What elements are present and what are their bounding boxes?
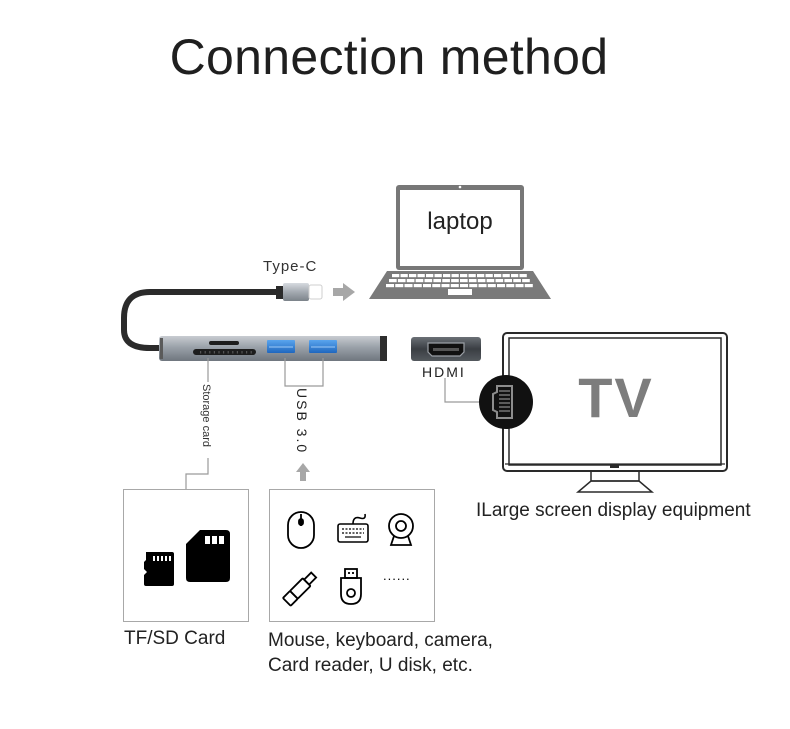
laptop-key bbox=[506, 284, 515, 288]
page-title: Connection method bbox=[169, 29, 609, 85]
laptop-key bbox=[443, 274, 451, 278]
laptop-key bbox=[426, 274, 434, 278]
laptop-key bbox=[511, 274, 519, 278]
type-c-cable bbox=[121, 283, 323, 351]
laptop-keyboard bbox=[386, 274, 533, 288]
laptop-key bbox=[423, 284, 432, 288]
type-c-plug bbox=[283, 283, 309, 301]
laptop-key bbox=[400, 274, 408, 278]
laptop-key bbox=[487, 284, 496, 288]
usb-devices-box: ...... bbox=[269, 489, 435, 622]
hdmi-port bbox=[411, 337, 481, 361]
storage-card-box bbox=[123, 489, 249, 622]
hdmi-connector-icon bbox=[479, 375, 533, 429]
arrow-right-icon bbox=[333, 283, 355, 301]
laptop-key bbox=[413, 284, 422, 288]
laptop-key bbox=[433, 279, 442, 283]
sd-slot-contact bbox=[236, 351, 238, 354]
laptop-key bbox=[485, 274, 493, 278]
laptop-key bbox=[395, 284, 404, 288]
laptop-key bbox=[392, 274, 400, 278]
connector-lines bbox=[185, 358, 480, 489]
type-c-label: Type-C bbox=[263, 258, 318, 275]
sd-slot-contact bbox=[223, 351, 225, 354]
laptop-key bbox=[504, 279, 513, 283]
sd-slot-contact bbox=[200, 351, 202, 354]
storage-card-label: Storage card bbox=[200, 384, 212, 447]
laptop-key bbox=[469, 284, 478, 288]
laptop-key bbox=[450, 284, 459, 288]
laptop-key bbox=[477, 279, 486, 283]
laptop-key bbox=[404, 284, 413, 288]
laptop-key bbox=[415, 279, 424, 283]
laptop-key bbox=[502, 274, 510, 278]
webcam-icon bbox=[388, 513, 414, 546]
laptop-key bbox=[513, 279, 521, 283]
tv-caption: ILarge screen display equipment bbox=[476, 500, 751, 521]
tf-card-slot bbox=[209, 341, 239, 345]
usb-devices-caption-line2: Card reader, U disk, etc. bbox=[268, 655, 473, 676]
micro-sd-card-icon bbox=[144, 552, 174, 586]
laptop-key bbox=[406, 279, 415, 283]
laptop-key bbox=[524, 284, 533, 288]
laptop-key bbox=[468, 274, 476, 278]
sd-slot-contact bbox=[246, 351, 248, 354]
laptop-key bbox=[389, 279, 397, 283]
sd-card-icon bbox=[186, 530, 230, 582]
sd-slot-contact bbox=[232, 351, 234, 354]
arrow-up-icon bbox=[296, 463, 310, 481]
laptop-key bbox=[519, 274, 527, 278]
tv-label: TV bbox=[578, 366, 654, 429]
sd-slot-contact bbox=[213, 351, 215, 354]
laptop-key bbox=[432, 284, 441, 288]
laptop-key bbox=[477, 274, 485, 278]
sd-slot-contact bbox=[209, 351, 211, 354]
mouse-icon bbox=[287, 511, 315, 549]
laptop-key bbox=[434, 274, 442, 278]
laptop-key bbox=[468, 279, 477, 283]
laptop-icon bbox=[369, 185, 551, 299]
laptop-key bbox=[460, 284, 469, 288]
usb-c-hub bbox=[159, 336, 387, 361]
laptop-key bbox=[397, 279, 406, 283]
laptop-key bbox=[451, 274, 459, 278]
laptop-key bbox=[417, 274, 425, 278]
laptop-key bbox=[522, 279, 530, 283]
sd-slot-contact bbox=[241, 351, 243, 354]
sd-slot-contact bbox=[218, 351, 220, 354]
laptop-key bbox=[460, 279, 468, 283]
ellipsis-icon: ...... bbox=[383, 568, 411, 583]
laptop-key bbox=[478, 284, 487, 288]
laptop-key bbox=[409, 274, 417, 278]
laptop-label: laptop bbox=[427, 208, 493, 235]
keyboard-icon bbox=[337, 513, 369, 543]
laptop-key bbox=[486, 279, 495, 283]
laptop-key bbox=[515, 284, 524, 288]
usb-dongle-icon bbox=[340, 568, 362, 605]
laptop-key bbox=[424, 279, 433, 283]
sd-card-slot bbox=[193, 349, 256, 355]
sd-slot-contact bbox=[204, 351, 206, 354]
laptop-key bbox=[494, 274, 502, 278]
usb-3-label: USB 3.0 bbox=[294, 388, 310, 455]
sd-slot-contact bbox=[250, 351, 252, 354]
laptop-key bbox=[451, 279, 459, 283]
sd-slot-contact bbox=[227, 351, 229, 354]
laptop-key bbox=[495, 279, 504, 283]
hdmi-label: HDMI bbox=[422, 364, 466, 380]
laptop-key bbox=[442, 279, 450, 283]
usb-devices-caption: Mouse, keyboard, camera, Card reader, U … bbox=[268, 628, 493, 678]
usb-flash-drive-icon bbox=[282, 571, 318, 607]
tf-sd-card-caption: TF/SD Card bbox=[124, 628, 226, 649]
laptop-key bbox=[460, 274, 468, 278]
laptop-key bbox=[497, 284, 506, 288]
laptop-key bbox=[386, 284, 395, 288]
usb-devices-caption-line1: Mouse, keyboard, camera, bbox=[268, 630, 493, 651]
laptop-key bbox=[441, 284, 450, 288]
